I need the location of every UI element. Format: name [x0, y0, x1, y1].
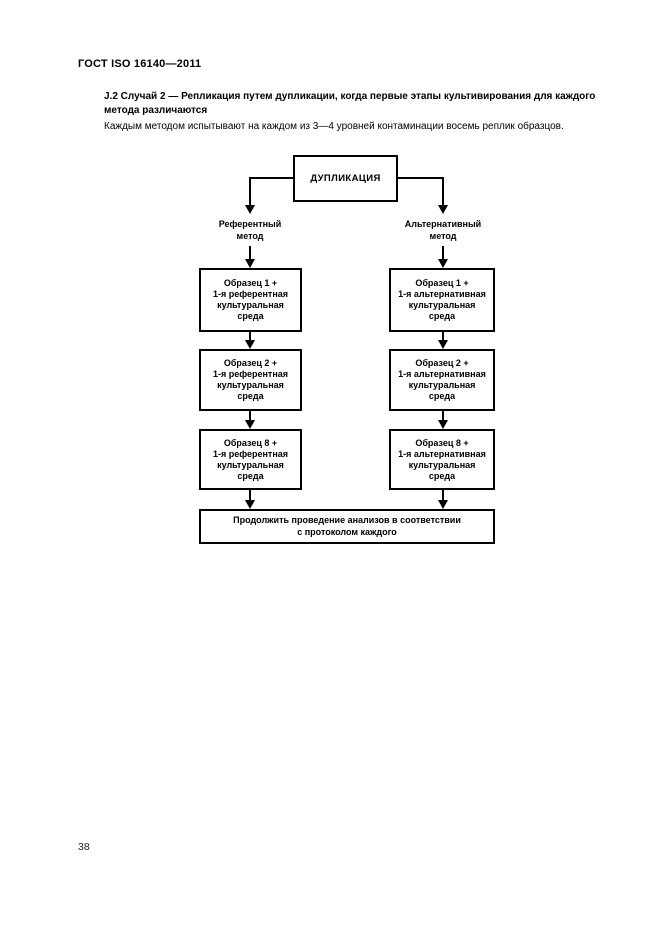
arrow-down-icon — [438, 500, 448, 509]
flow-box-line: культуральная — [408, 300, 476, 310]
connector-line — [249, 490, 251, 500]
arrow-down-icon — [245, 420, 255, 429]
arrow-down-icon — [438, 340, 448, 349]
flow-box-line: Продолжить проведение анализов в соответ… — [233, 515, 461, 525]
flow-box-reference-sample-8: Образец 8 + 1-я референтная культуральна… — [199, 429, 302, 490]
doc-header: ГОСТ ISO 16140—2011 — [78, 58, 202, 70]
flow-box-reference-sample-2: Образец 2 + 1-я референтная культуральна… — [199, 349, 302, 411]
flow-box-line: культуральная — [408, 380, 476, 390]
method-label-reference: Референтный метод — [198, 219, 302, 242]
flow-box-reference-sample-1: Образец 1 + 1-я референтная культуральна… — [199, 268, 302, 332]
flow-box-line: Образец 2 + — [415, 358, 469, 368]
flow-box-line: Образец 1 + — [415, 278, 469, 288]
flow-box-line: культуральная — [217, 459, 284, 470]
method-label-line: метод — [236, 230, 264, 241]
method-label-alternative: Альтернативный метод — [391, 219, 495, 242]
flow-box-alternative-sample-8: Образец 8 + 1-я альтернативная культурал… — [389, 429, 495, 490]
flow-box-line: культуральная — [217, 380, 284, 390]
flow-box-line: среда — [237, 470, 264, 481]
connector-line — [442, 246, 444, 259]
flow-box-line: Образец 8 + — [223, 437, 278, 448]
connector-line — [398, 177, 443, 179]
flow-box-line: 1-я альтернативная — [398, 289, 486, 299]
arrow-down-icon — [245, 500, 255, 509]
flow-box-line: среда — [237, 311, 264, 321]
connector-line — [249, 332, 251, 341]
flow-box-line: 1-я референтная — [212, 369, 289, 379]
page-number: 38 — [78, 841, 90, 853]
intro-text: Каждым методом испытывают на каждом из 3… — [104, 121, 564, 132]
flow-box-line: среда — [428, 311, 456, 321]
flow-box-line: культуральная — [217, 300, 284, 310]
arrow-down-icon — [438, 205, 448, 214]
arrow-down-icon — [245, 259, 255, 268]
method-label-line: Альтернативный — [404, 219, 482, 229]
flow-box-label: ДУПЛИКАЦИЯ — [310, 173, 381, 184]
flow-box-line: с протоколом каждого — [297, 526, 397, 537]
section-heading-line: J.2 Случай 2 — Репликация путем дупликац… — [104, 91, 596, 102]
flow-box-line: среда — [428, 391, 456, 401]
section-heading: J.2 Случай 2 — Репликация путем дупликац… — [104, 90, 619, 117]
flow-box-alternative-sample-1: Образец 1 + 1-я альтернативная культурал… — [389, 268, 495, 332]
flow-box-line: Образец 1 + — [223, 278, 278, 288]
flow-box-line: 1-я референтная — [212, 289, 289, 299]
flow-box-final: Продолжить проведение анализов в соответ… — [199, 509, 495, 544]
arrow-down-icon — [245, 340, 255, 349]
arrow-down-icon — [438, 259, 448, 268]
flow-box-duplication: ДУПЛИКАЦИЯ — [293, 155, 398, 202]
connector-line — [442, 490, 444, 500]
flow-box-line: 1-я референтная — [212, 448, 289, 459]
flow-box-line: Образец 2 + — [223, 358, 278, 368]
connector-line — [249, 246, 251, 259]
flow-box-line: среда — [428, 470, 456, 481]
connector-line — [249, 411, 251, 421]
flow-box-line: Образец 8 + — [415, 437, 469, 448]
method-label-line: метод — [429, 230, 457, 241]
flow-box-line: 1-я альтернативная — [398, 448, 486, 459]
connector-line — [442, 411, 444, 421]
arrow-down-icon — [438, 420, 448, 429]
arrow-down-icon — [245, 205, 255, 214]
flow-box-alternative-sample-2: Образец 2 + 1-я альтернативная культурал… — [389, 349, 495, 411]
flow-box-line: среда — [237, 391, 264, 401]
section-heading-line: метода различаются — [104, 104, 208, 116]
connector-line — [442, 177, 444, 206]
flow-box-line: культуральная — [408, 459, 476, 470]
connector-line — [249, 177, 251, 206]
method-label-line: Референтный — [218, 219, 282, 229]
connector-line — [249, 177, 293, 179]
flow-box-line: 1-я альтернативная — [398, 369, 486, 379]
connector-line — [442, 332, 444, 341]
